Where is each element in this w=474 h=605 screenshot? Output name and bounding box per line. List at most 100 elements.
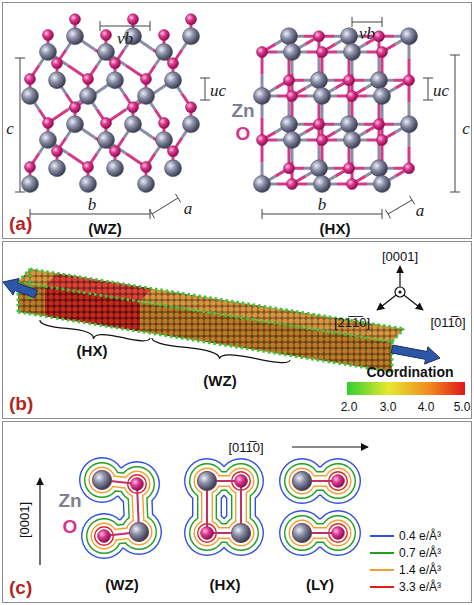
zn-atom	[183, 116, 200, 133]
axis-label: [21̅1̅0]	[334, 316, 370, 329]
o-atom	[70, 14, 81, 25]
crystal-structure	[22, 14, 200, 193]
dimension-tick	[450, 192, 460, 193]
o-atom	[101, 30, 112, 41]
tick-label: 2.0	[341, 401, 358, 413]
contour-interior	[293, 524, 310, 541]
dimension-tick	[175, 194, 180, 203]
dimension-tick	[100, 21, 101, 31]
o-atom	[101, 118, 112, 129]
o-atom	[377, 135, 388, 146]
axis-label: [011̅0]	[228, 441, 263, 454]
figure-panel: (a)	[2, 2, 472, 239]
contour-line	[92, 470, 112, 490]
dimension-tick	[450, 55, 460, 56]
structure-label: (WZ)	[105, 577, 138, 592]
o-atom	[110, 146, 121, 157]
crystal-structure	[254, 28, 418, 193]
o-atom	[43, 30, 54, 41]
o-atom	[52, 146, 63, 157]
o-atom	[52, 58, 63, 69]
contour-interior	[329, 524, 346, 541]
zn-atom	[341, 28, 358, 45]
zn-atom	[281, 116, 298, 133]
zn-atom	[98, 132, 115, 149]
o-atom	[141, 162, 152, 173]
contour-interior	[198, 472, 215, 489]
contour-interior	[329, 472, 346, 489]
o-atom	[83, 74, 94, 85]
dimension-line	[30, 214, 150, 215]
dimension-tick	[150, 21, 151, 31]
dimension-tick	[149, 210, 154, 219]
zn-atom	[130, 523, 149, 542]
zn-atom	[40, 132, 57, 149]
structure-label: (LY)	[306, 577, 334, 592]
zn-atom	[165, 72, 182, 89]
o-atom	[83, 162, 94, 173]
load-arrow	[391, 345, 440, 364]
dimension-line	[152, 198, 178, 214]
zn-atom	[183, 28, 200, 45]
dimension-marker	[200, 78, 210, 100]
structure-label: (HX)	[320, 221, 351, 236]
o-atom	[332, 527, 345, 540]
nanowire	[18, 269, 404, 372]
dimension-tick	[382, 209, 383, 219]
dimension-line	[20, 58, 21, 192]
contour-line	[126, 519, 153, 546]
contour-interior	[290, 469, 314, 493]
contour-interior	[293, 472, 310, 489]
contour-interior	[130, 523, 147, 540]
o-atom	[159, 118, 170, 129]
o-atom	[168, 58, 179, 69]
zn-atom	[344, 132, 361, 149]
wire-shade	[18, 282, 392, 372]
o-atom	[70, 102, 81, 113]
tick-label: 3.0	[380, 401, 397, 413]
zn-atom	[80, 176, 97, 193]
contour-interior	[290, 521, 314, 545]
zn-atom	[401, 28, 418, 45]
contour-interior	[85, 463, 118, 496]
legend-text: 0.7 e/Å³	[399, 547, 441, 559]
density-contours	[184, 458, 264, 556]
o-atom	[186, 14, 197, 25]
contour-interior	[198, 524, 215, 541]
o-atom	[317, 135, 328, 146]
zn-atom	[374, 176, 391, 193]
zn-atom	[198, 472, 217, 491]
zn-atom	[98, 44, 115, 61]
dimension-line	[100, 26, 150, 27]
o-atom	[314, 119, 325, 130]
axis-label: [0001]	[18, 502, 31, 538]
o-atom	[314, 31, 325, 42]
o-atom	[377, 47, 388, 58]
load-arrow	[3, 279, 37, 298]
o-atom	[25, 74, 36, 85]
contour-line	[228, 520, 255, 547]
dimension-line	[205, 78, 206, 100]
contour-line	[231, 523, 251, 543]
axis-out-of-plane	[395, 287, 405, 297]
contour-line	[289, 520, 316, 547]
zn-atom	[138, 176, 155, 193]
o-atom	[404, 75, 415, 86]
o-atom	[374, 31, 385, 42]
contour-line	[289, 468, 316, 495]
contour-interior	[229, 521, 253, 545]
o-atom	[98, 530, 111, 543]
o-atom	[344, 75, 355, 86]
legend-text: 1.4 e/Å³	[399, 564, 441, 576]
axis-label: [0001]	[382, 250, 418, 263]
tick-label: 4.0	[418, 401, 435, 413]
o-atom	[168, 146, 179, 157]
dimension-tick	[15, 58, 25, 59]
o-atom	[43, 118, 54, 129]
o-atom	[141, 74, 152, 85]
dimension-label: uc	[433, 82, 449, 99]
o-atom	[131, 478, 144, 491]
zn-atom	[281, 28, 298, 45]
contour-interior	[195, 469, 219, 493]
legend-text: 3.3 e/Å³	[399, 581, 441, 593]
